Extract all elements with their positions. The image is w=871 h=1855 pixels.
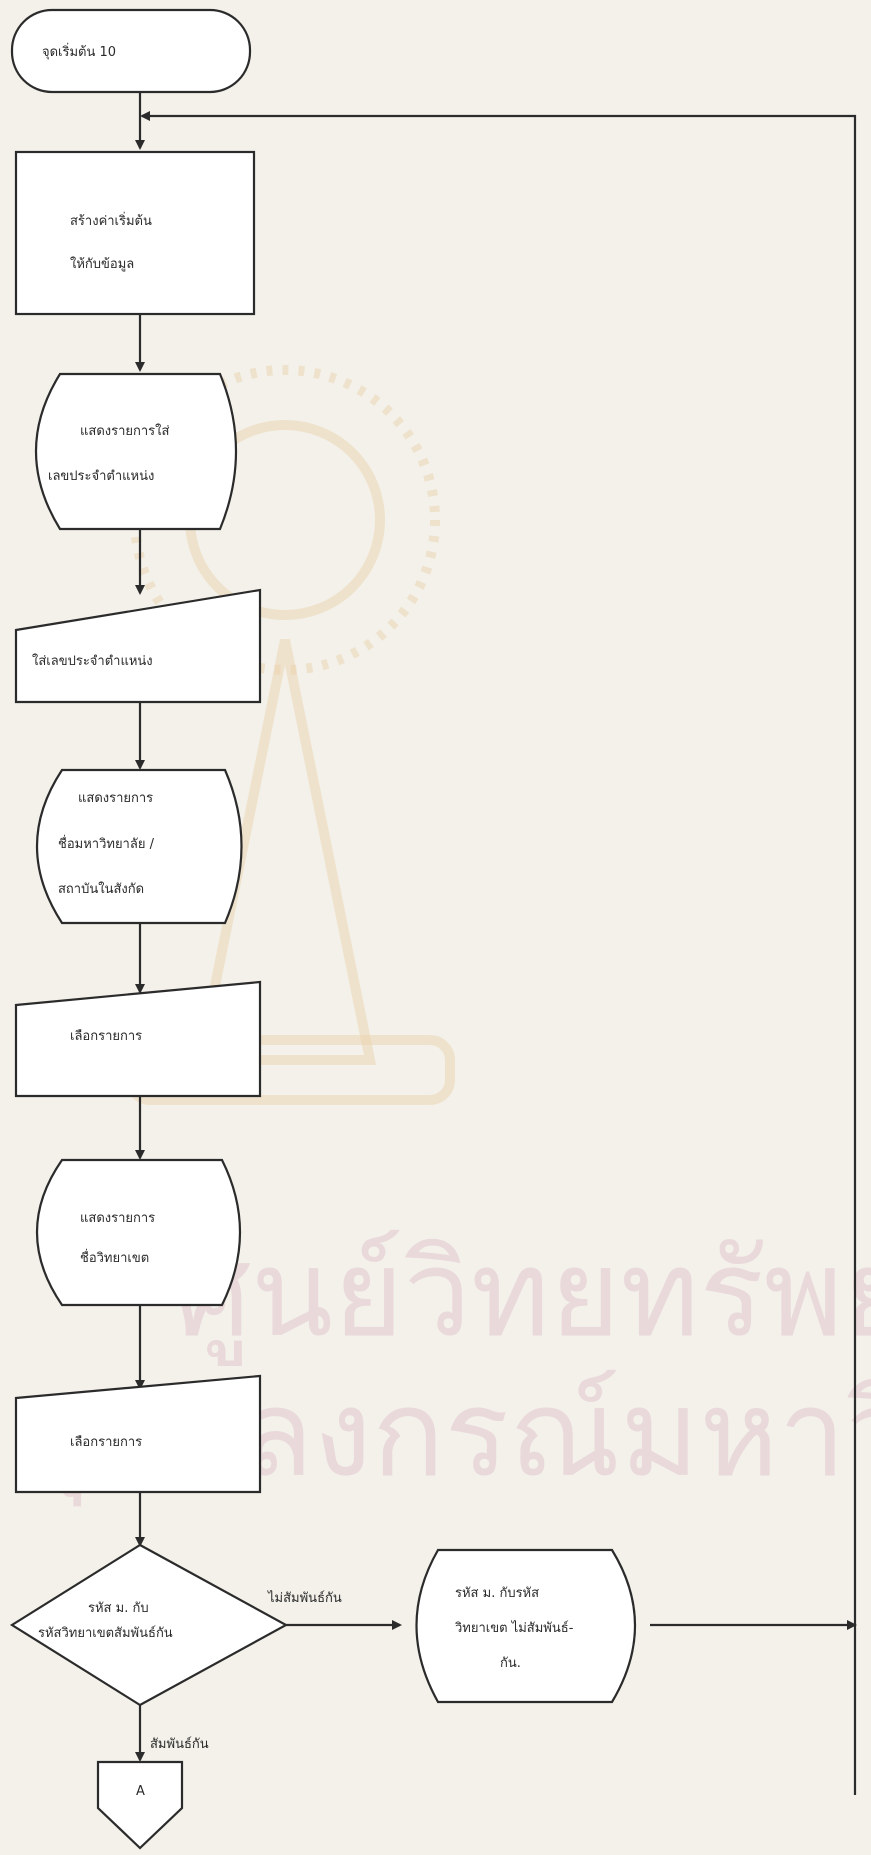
error-line-1: รหัส ม. กับรหัส (455, 1586, 539, 1601)
display-university-line-3: สถาบันในสังกัด (58, 881, 144, 897)
node-display-campus: แสดงรายการ ชื่อวิทยาเขต (36, 1158, 241, 1307)
display-university-line-2: ชื่อมหาวิทยาลัย / (58, 835, 155, 852)
error-line-2: วิทยาเขต ไม่สัมพันธ์- (454, 1620, 573, 1636)
display-university-line-1: แสดงรายการ (78, 791, 153, 806)
error-line-3: กัน. (500, 1656, 521, 1671)
node-offpage-connector: A (96, 1760, 184, 1850)
display-campus-line-1: แสดงรายการ (80, 1211, 155, 1226)
node-display-position: แสดงรายการใส่ เลขประจำตำแหน่ง (34, 372, 238, 531)
display-position-line-2: เลขประจำตำแหน่ง (48, 469, 154, 484)
node-start: จุดเริ่มต้น 10 (10, 8, 252, 94)
node-select-university: เลือกรายการ (14, 980, 262, 1098)
flow-lines (135, 92, 857, 1795)
node-init-process: สร้างค่าเริ่มต้น ให้กับข้อมูล (14, 150, 256, 316)
input-position-label: ใส่เลขประจำตำแหน่ง (32, 653, 153, 669)
node-select-campus: เลือกรายการ (14, 1374, 262, 1494)
decision-line-2: รหัสวิทยาเขตสัมพันธ์กัน (38, 1625, 173, 1641)
edge-label-no: ไม่สัมพันธ์กัน (267, 1590, 342, 1606)
connector-label: A (136, 1784, 145, 1799)
select-campus-label: เลือกรายการ (70, 1434, 142, 1450)
display-position-line-1: แสดงรายการใส่ (80, 423, 170, 439)
start-label: จุดเริ่มต้น 10 (42, 43, 116, 60)
select-university-label: เลือกรายการ (70, 1028, 142, 1044)
decision-line-1: รหัส ม. กับ (88, 1601, 149, 1616)
node-input-position: ใส่เลขประจำตำแหน่ง (14, 588, 262, 704)
node-display-error: รหัส ม. กับรหัส วิทยาเขต ไม่สัมพันธ์- กั… (415, 1548, 637, 1704)
init-label-line-2: ให้กับข้อมูล (70, 256, 134, 272)
node-display-university: แสดงรายการ ชื่อมหาวิทยาลัย / สถาบันในสัง… (35, 768, 243, 925)
edge-label-yes: สัมพันธ์กัน (150, 1736, 209, 1752)
node-decision: รหัส ม. กับ รหัสวิทยาเขตสัมพันธ์กัน (9, 1543, 289, 1707)
watermark-line-1: ศูนย์วิทยทรัพยากร (175, 1225, 871, 1366)
init-label-line-1: สร้างค่าเริ่มต้น (70, 212, 152, 229)
display-campus-line-2: ชื่อวิทยาเขต (80, 1249, 149, 1266)
